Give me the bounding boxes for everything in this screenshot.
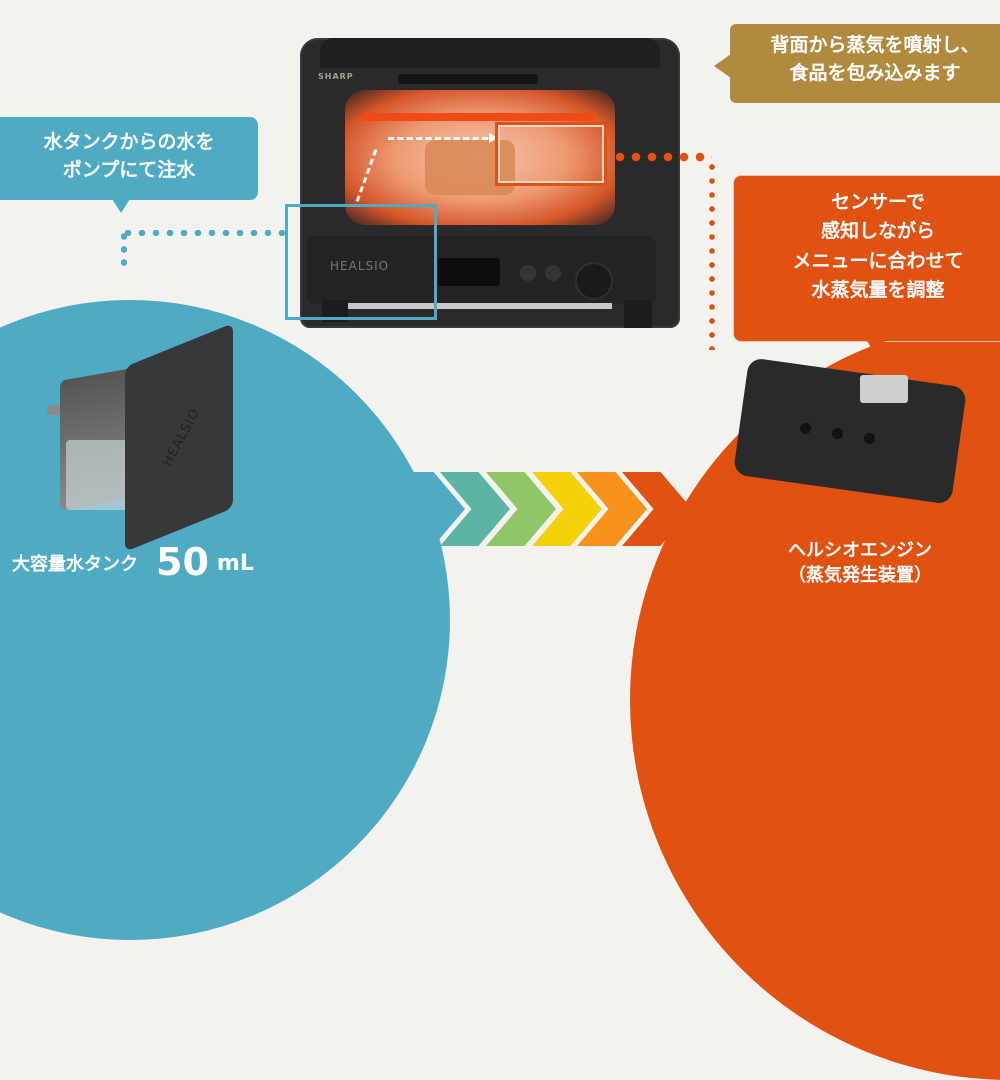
oven-foot [322,300,348,322]
steam-outlet-highlight [495,122,607,186]
engine-sensor-block [860,375,908,403]
oven-handle [398,74,538,84]
oven-display [438,258,500,286]
steam-arrow-right [388,133,498,143]
oven-foot [624,300,652,328]
engine-caption: ヘルシオエンジン （蒸気発生装置） [720,538,1000,588]
callout-line: センサーで [831,191,925,213]
oven-brand-logo: SHARP [318,72,354,81]
orange-connector-vertical [709,160,715,350]
oven-dial [577,264,611,298]
tank-capacity-unit: mL [216,551,254,576]
oven-button [520,265,536,281]
tank-label: 大容量水タンク [12,554,138,575]
callout-steam-back: 背面から蒸気を噴射し、 食品を包み込みます [714,24,1000,103]
engine-sublabel: （蒸気発生装置） [788,565,932,587]
oven-model-logo: HEALSIO [330,259,390,273]
orange-connector-horizontal [612,152,712,162]
engine-port [800,423,811,434]
tank-nozzle [47,405,65,415]
blue-connector-horizontal [121,230,289,236]
oven-button [545,265,561,281]
callout-line: 背面から蒸気を噴射し、 [770,34,980,56]
tank-capacity-value: 50 [156,540,209,584]
heater-glow [360,113,595,121]
callout-line: メニューに合わせて [792,249,964,272]
callout-sensor: センサーで 感知しながら メニューに合わせて 水蒸気量を調整 [733,175,1000,355]
engine-port [832,428,843,439]
callout-line: 水蒸気量を調整 [811,279,945,302]
callout-line: 感知しながら [820,220,935,243]
tank-slot-highlight [285,204,437,320]
callout-line: 食品を包み込みます [789,61,961,84]
tank-caption: 大容量水タンク 50 mL [12,540,254,584]
callout-line: 水タンクからの水を [43,131,215,153]
engine-port [864,433,875,444]
callout-line: ポンプにて注水 [62,158,196,181]
blue-connector-vertical [121,230,127,270]
engine-label: ヘルシオエンジン [788,540,932,561]
oven-top-panel [320,38,660,68]
callout-pump: 水タンクからの水を ポンプにて注水 [0,117,258,213]
oven-tray [340,303,612,309]
